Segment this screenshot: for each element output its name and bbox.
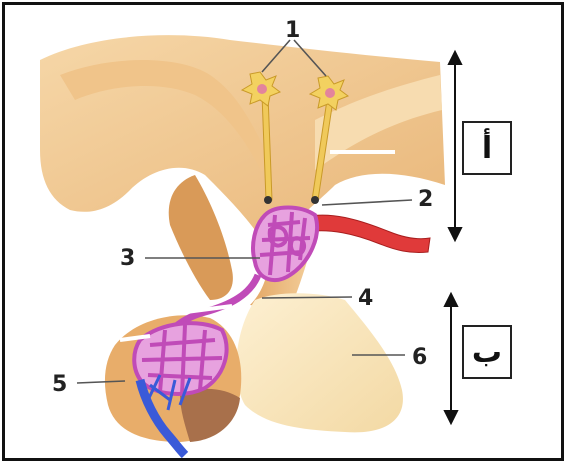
optic-chiasm-region (169, 175, 233, 300)
label-2: 2 (418, 187, 433, 212)
superior-hypophyseal-artery (300, 215, 430, 252)
label-6: 6 (412, 345, 427, 370)
anterior-lobe-shade (180, 389, 240, 442)
primary-capillary-plexus (253, 208, 317, 281)
label-3: 3 (120, 246, 135, 271)
label-1: 1 (285, 18, 300, 43)
label-4: 4 (358, 286, 373, 311)
region-label-b: ب (462, 325, 512, 379)
region-label-a: أ (462, 121, 512, 175)
label-5: 5 (52, 372, 67, 397)
secondary-capillary-plexus (134, 323, 226, 395)
range-arrows (445, 52, 461, 423)
posterior-lobe (236, 293, 403, 432)
